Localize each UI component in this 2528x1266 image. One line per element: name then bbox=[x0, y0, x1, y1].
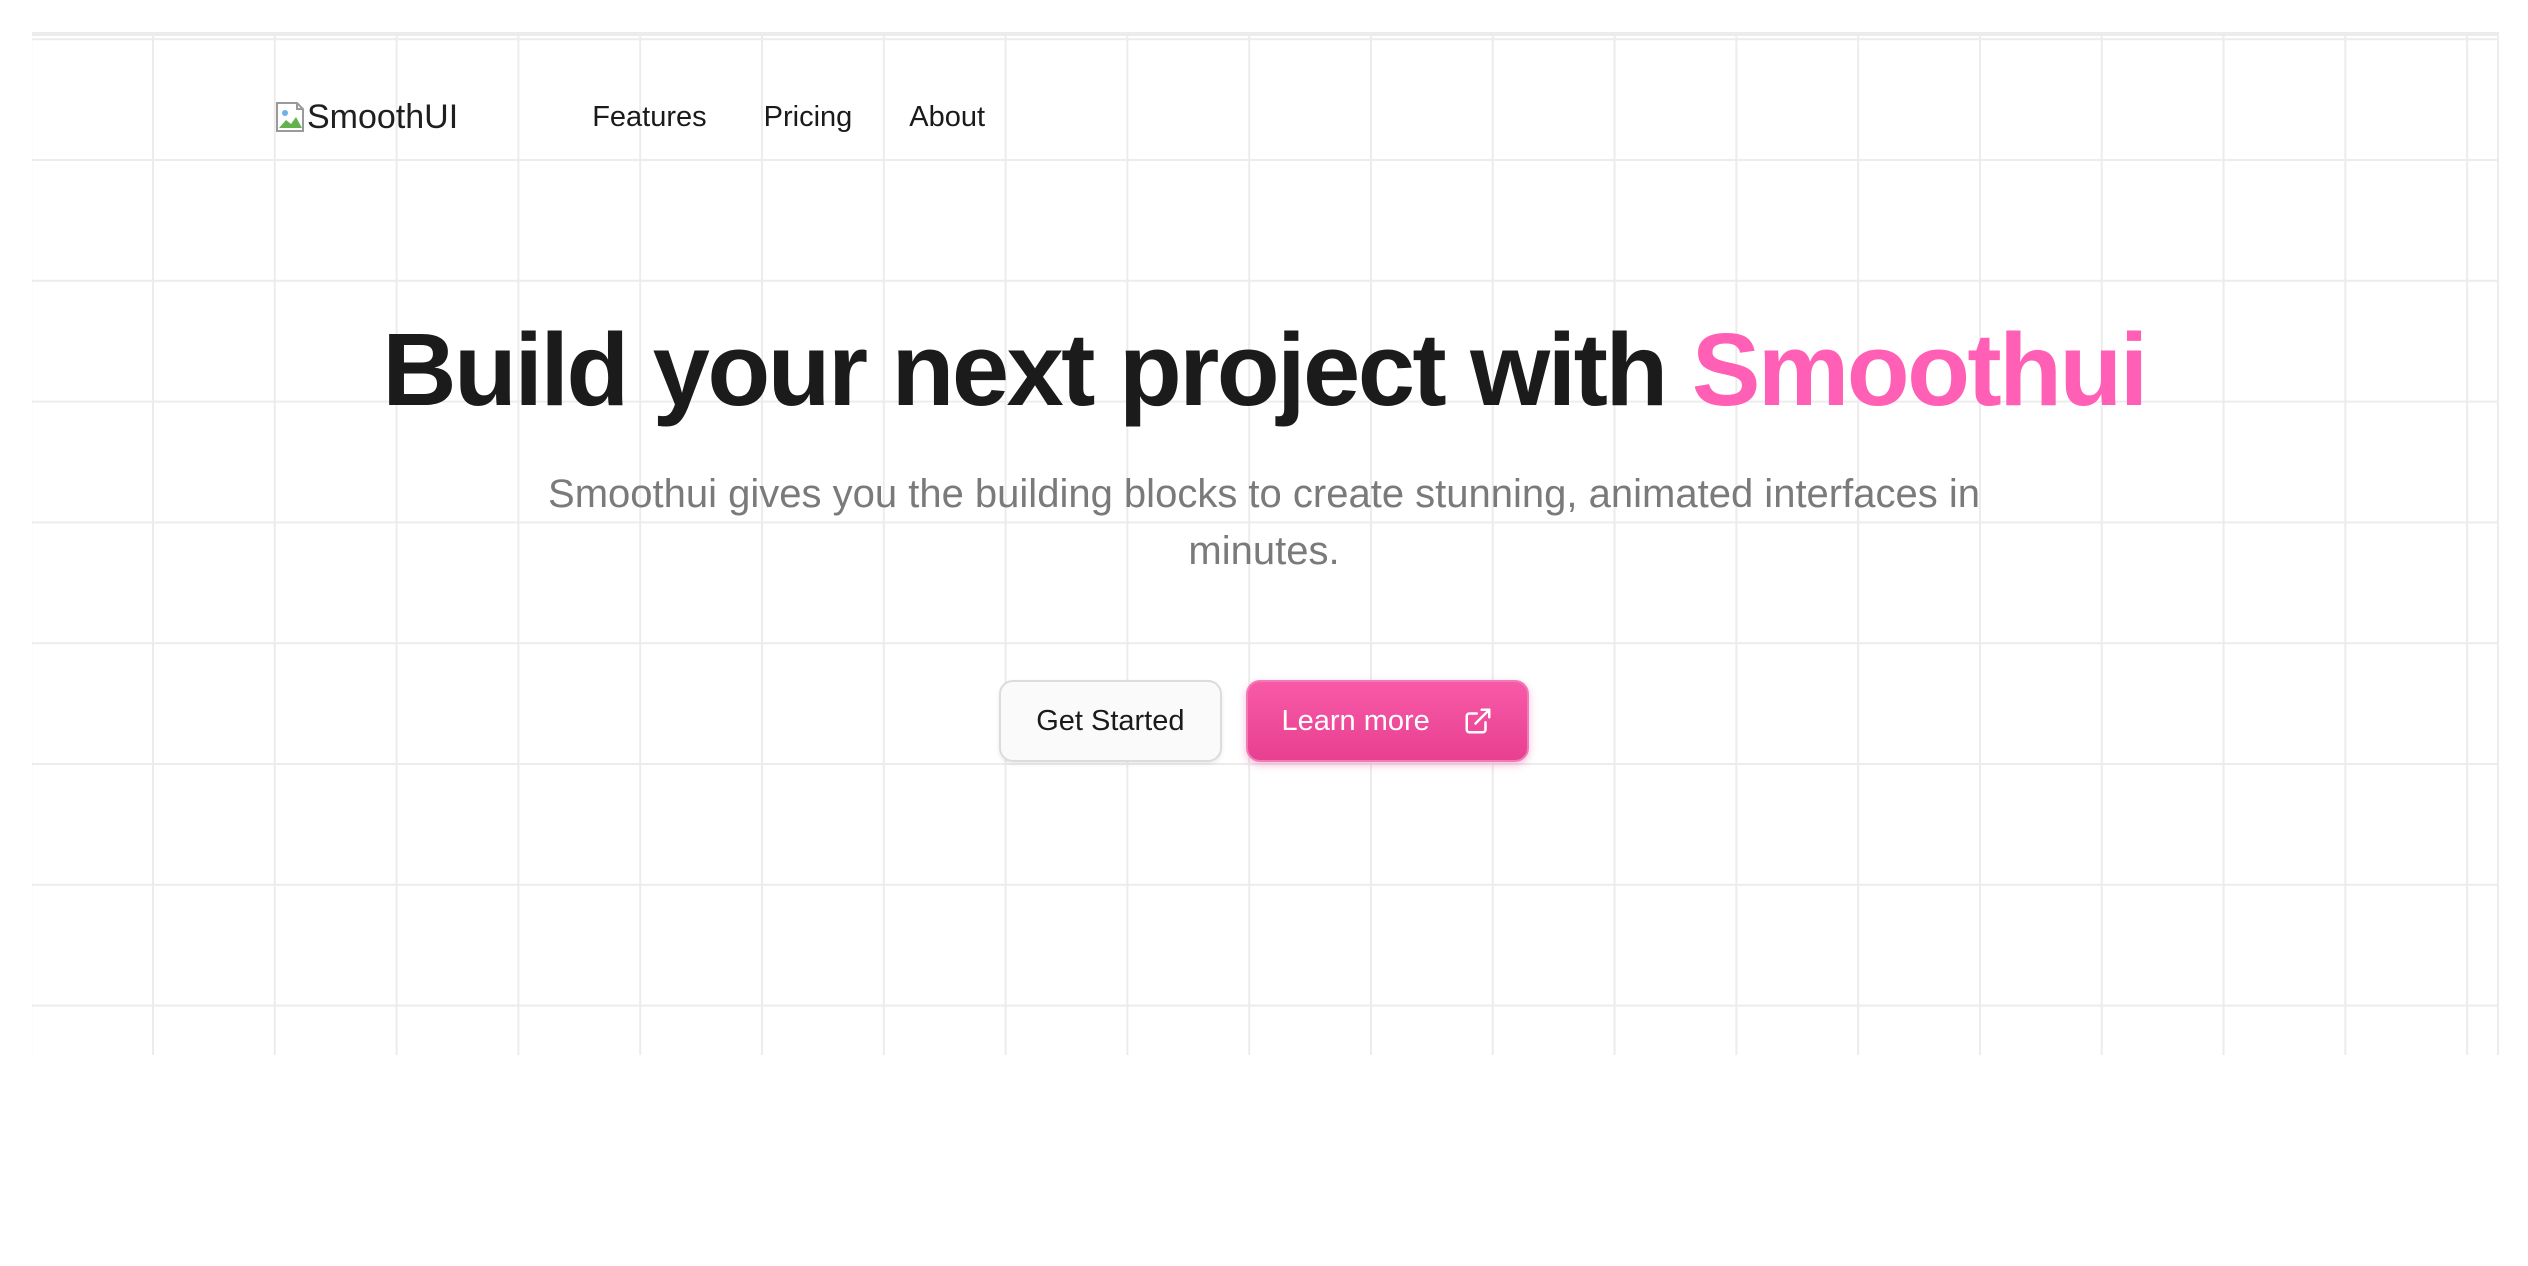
nav-link-pricing[interactable]: Pricing bbox=[763, 100, 853, 133]
hero-actions: Get Started Learn more bbox=[0, 680, 2528, 762]
learn-more-label: Learn more bbox=[1281, 704, 1430, 737]
nav-link-about[interactable]: About bbox=[909, 100, 986, 133]
hero-title-main: Build your next project with bbox=[382, 312, 1692, 427]
get-started-button[interactable]: Get Started bbox=[999, 680, 1222, 762]
hero-subtitle: Smoothui gives you the building blocks t… bbox=[548, 472, 1980, 573]
broken-image-icon bbox=[275, 101, 305, 133]
brand-logo[interactable]: SmoothUI bbox=[275, 98, 458, 137]
learn-more-button[interactable]: Learn more bbox=[1245, 680, 1529, 762]
get-started-label: Get Started bbox=[1036, 704, 1185, 737]
top-navigation: SmoothUI Features Pricing About bbox=[275, 89, 1042, 145]
hero-grid-background bbox=[32, 32, 2499, 1055]
brand-logo-alt-text: SmoothUI bbox=[307, 97, 459, 136]
nav-link-features[interactable]: Features bbox=[592, 100, 707, 133]
external-link-icon bbox=[1463, 706, 1493, 736]
hero-title-accent: Smoothui bbox=[1691, 312, 2149, 427]
nav-links: Features Pricing About bbox=[592, 101, 1042, 134]
hero-title: Build your next project with Smoothui bbox=[0, 310, 2528, 430]
